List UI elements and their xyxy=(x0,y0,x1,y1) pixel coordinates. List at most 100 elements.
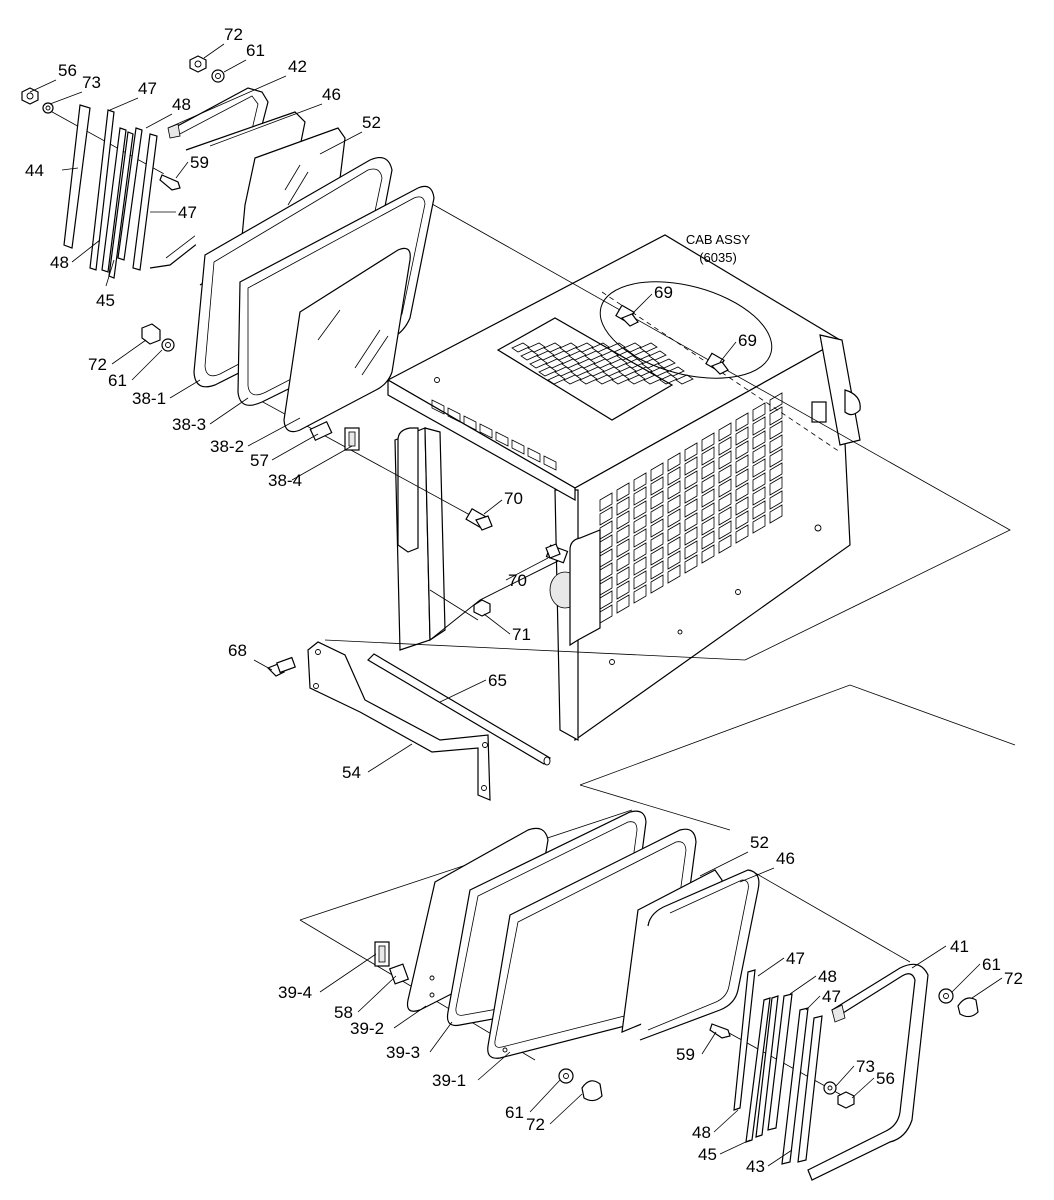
part-label-l68: 68 xyxy=(228,641,247,660)
gasket-41-end xyxy=(831,1004,846,1023)
grille-cell xyxy=(735,440,749,460)
part-label-l70b: 70 xyxy=(508,571,527,590)
glass-38-2 xyxy=(283,247,411,433)
grille-cell xyxy=(718,450,732,470)
leader-line xyxy=(109,97,139,111)
leader-line xyxy=(483,613,511,635)
cab-assy-title: CAB ASSY xyxy=(686,232,751,247)
plate-54-hole xyxy=(313,683,319,689)
grille-cell xyxy=(769,434,783,454)
screw-59a xyxy=(159,174,181,191)
part-label-l45a: 45 xyxy=(96,291,115,310)
leader-line xyxy=(291,445,353,481)
leader-line xyxy=(699,851,749,877)
grille-cell xyxy=(616,594,630,614)
strip-47d xyxy=(781,1007,809,1165)
frame-39-1-hole xyxy=(502,1047,508,1053)
front-plate-assembly xyxy=(307,641,551,801)
leader-line xyxy=(131,349,163,381)
grille-cell xyxy=(650,532,664,552)
nut-72d xyxy=(957,997,979,1018)
glass-39-2-hole xyxy=(429,992,435,998)
grille-cell xyxy=(599,506,613,526)
glass-39-2-hole xyxy=(429,975,435,981)
part-label-l69b: 69 xyxy=(738,331,757,350)
part-label-l73b: 73 xyxy=(856,1057,875,1076)
header-slot xyxy=(527,447,541,463)
vent-cell xyxy=(547,374,566,385)
leader-line xyxy=(111,339,147,365)
washer-73-hole xyxy=(45,105,51,111)
side-hole xyxy=(735,589,741,595)
leader-line xyxy=(477,1051,511,1081)
grille-cell xyxy=(599,604,613,624)
grille-cell xyxy=(650,546,664,566)
header-slot xyxy=(543,455,557,471)
grille-cell xyxy=(718,520,732,540)
leader-line xyxy=(549,1093,583,1125)
part-label-l70a: 70 xyxy=(504,489,523,508)
part-label-l72b: 72 xyxy=(88,355,107,374)
leader-line xyxy=(319,131,363,155)
leader-line xyxy=(203,43,225,59)
bolt-leader-71 xyxy=(429,589,479,621)
leader-line xyxy=(29,79,57,93)
cab-rear-flange xyxy=(819,334,861,446)
part-label-l72a: 72 xyxy=(224,25,243,44)
leader-line xyxy=(319,953,377,993)
grille-cell xyxy=(701,544,715,564)
part-label-l48b: 48 xyxy=(50,253,69,272)
strip-48 xyxy=(101,127,127,273)
bolt-70a xyxy=(465,507,493,531)
part-label-l39-4: 39-4 xyxy=(278,983,312,1002)
upper-fasteners xyxy=(21,55,729,677)
leader-line xyxy=(911,945,947,969)
grille-cell xyxy=(616,496,630,516)
grille-cell xyxy=(752,416,766,436)
part-label-l73a: 73 xyxy=(82,73,101,92)
grille-cell xyxy=(769,504,783,524)
grille-cell xyxy=(701,502,715,522)
part-label-l47a: 47 xyxy=(138,79,157,98)
leader-line xyxy=(71,239,101,263)
grille-cell xyxy=(616,566,630,586)
part-label-l72c: 72 xyxy=(526,1115,545,1134)
lower-window-group xyxy=(374,810,929,1181)
grille-cell xyxy=(616,482,630,502)
part-label-l65: 65 xyxy=(488,671,507,690)
grille-cell xyxy=(752,500,766,520)
roof-hole xyxy=(434,377,440,383)
leader-line xyxy=(851,1077,875,1099)
washer-61a-hole xyxy=(215,73,221,79)
latch-38-4-detail xyxy=(348,431,356,447)
vent-cell xyxy=(520,350,539,361)
vent-cell xyxy=(511,342,530,353)
lower-fasteners xyxy=(558,988,979,1109)
grille-cell xyxy=(684,456,698,476)
part-label-l38-1: 38-1 xyxy=(132,389,166,408)
part-label-l69a: 69 xyxy=(654,283,673,302)
grille-cell xyxy=(650,462,664,482)
vent-cell xyxy=(529,358,548,369)
grille-cell xyxy=(735,412,749,432)
cab-front-header xyxy=(387,378,576,502)
gasket-46b xyxy=(639,869,760,1041)
washer-61d-hole xyxy=(943,993,949,999)
part-label-l45b: 45 xyxy=(698,1145,717,1164)
latch-39-4-detail xyxy=(378,945,386,963)
part-label-l44: 44 xyxy=(25,161,44,180)
grille-cell xyxy=(718,478,732,498)
glass-38-2-glint xyxy=(317,309,341,341)
grille-cell xyxy=(752,430,766,450)
part-label-l47d: 47 xyxy=(822,987,841,1006)
part-label-l54: 54 xyxy=(342,763,361,782)
part-label-l59a: 59 xyxy=(190,153,209,172)
grille-cell xyxy=(633,570,647,590)
grille-cell xyxy=(752,486,766,506)
side-hole xyxy=(814,524,822,532)
vent-cell xyxy=(659,374,678,385)
grille-cell xyxy=(667,564,681,584)
